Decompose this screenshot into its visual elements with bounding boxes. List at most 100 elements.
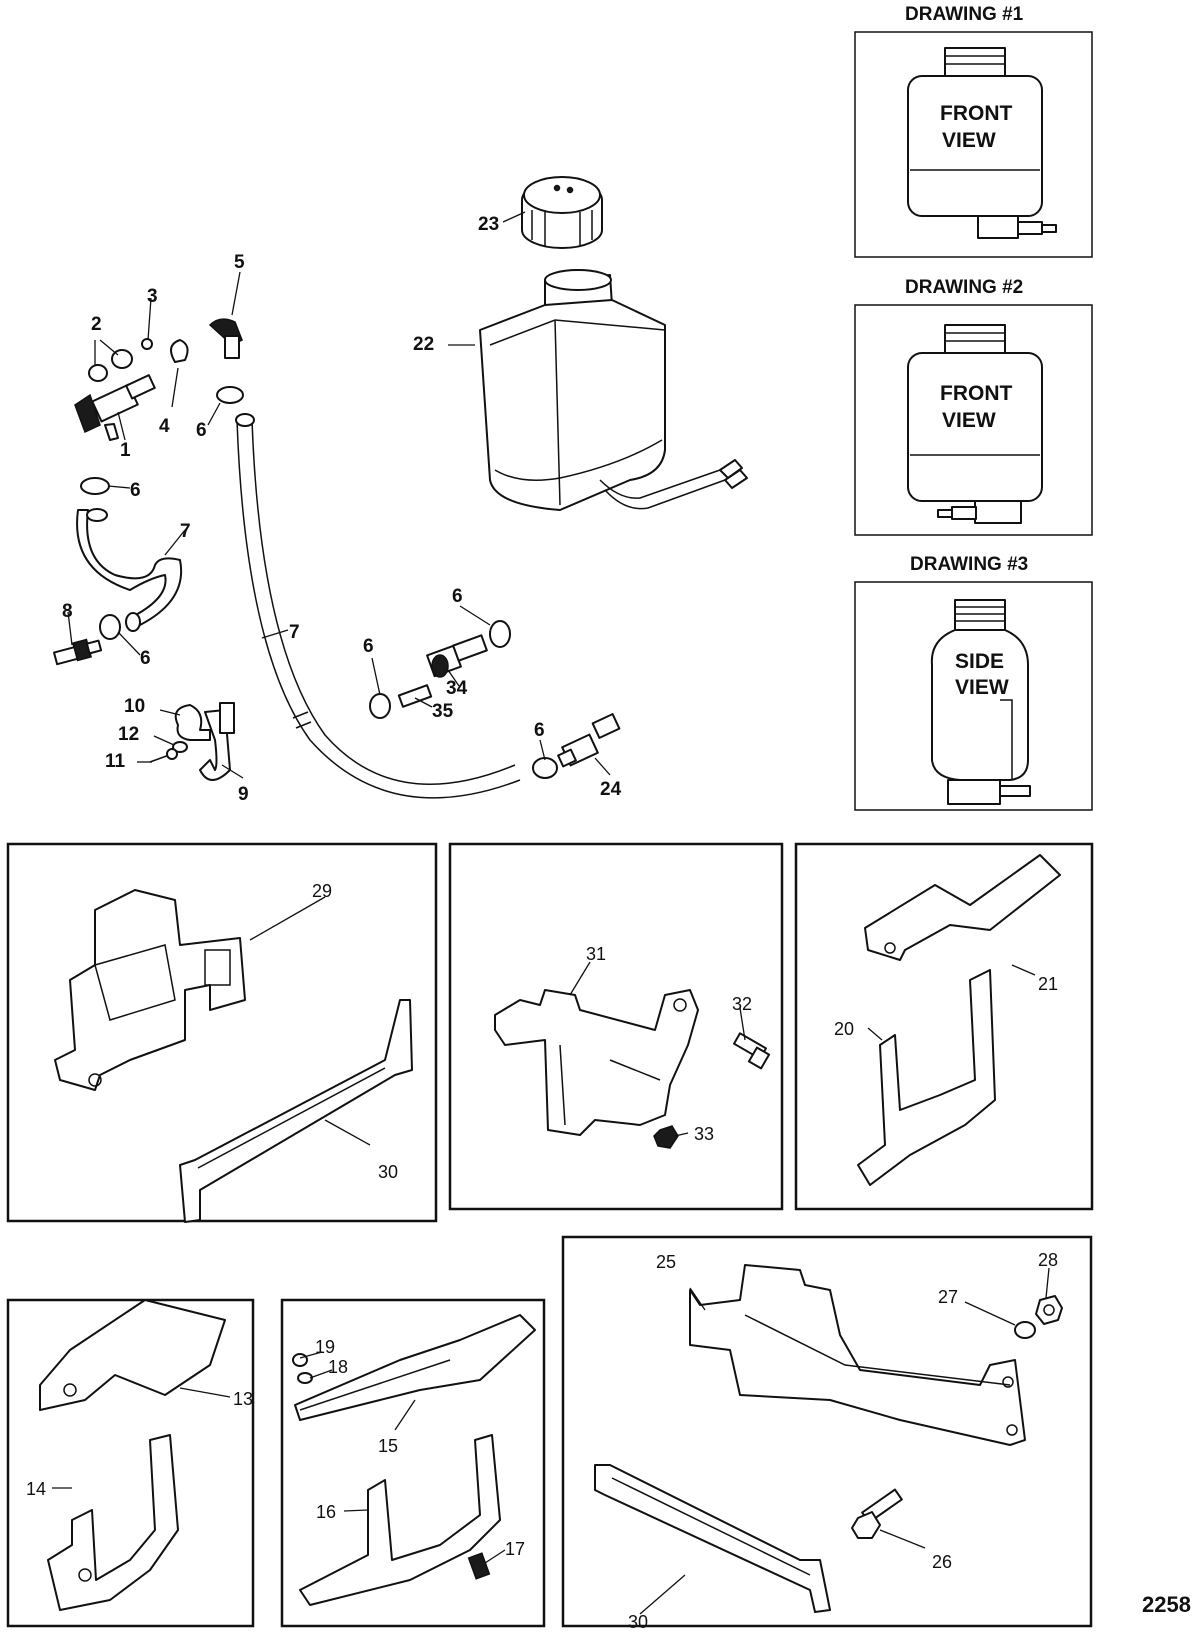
fitting-8-icon <box>53 638 103 666</box>
callout-4: 4 <box>159 416 170 437</box>
drawing-2-view-line2: VIEW <box>942 409 996 432</box>
washer-12-icon <box>172 741 188 753</box>
callout-30b: 30 <box>628 1612 648 1632</box>
callout-20: 20 <box>834 1019 854 1039</box>
box-bracket-29-30 <box>6 842 438 1223</box>
box-brackets-15-16 <box>280 1298 546 1628</box>
callout-6b: 6 <box>130 480 141 501</box>
reservoir-side-view-icon <box>930 599 1031 805</box>
drawing-3-view-line2: VIEW <box>955 676 1009 699</box>
callout-22: 22 <box>413 334 434 355</box>
drawing-3-view-line1: SIDE <box>955 650 1004 673</box>
box-brackets-20-21 <box>794 842 1094 1211</box>
washer-18-icon <box>297 1372 313 1384</box>
reservoir-cap-icon <box>521 176 603 249</box>
drawing-1-inset: DRAWING #1 FRONT VIEW <box>854 4 1093 258</box>
callout-3: 3 <box>147 286 158 307</box>
callout-21: 21 <box>1038 974 1058 994</box>
fluid-reservoir-icon <box>479 269 748 511</box>
bolt-26-icon <box>851 1488 903 1539</box>
callout-8: 8 <box>62 601 73 622</box>
reservoir-front-view-icon <box>907 47 1057 239</box>
drawing-2-frame <box>854 304 1093 536</box>
drawing-3-inset: DRAWING #3 SIDE VIEW <box>854 554 1093 811</box>
callout-24: 24 <box>600 779 622 800</box>
callout-2: 2 <box>91 314 102 335</box>
drawing-1-view-line2: VIEW <box>942 129 996 152</box>
o-ring-3-icon <box>141 338 153 350</box>
callout-10: 10 <box>124 696 145 717</box>
callout-16: 16 <box>316 1502 336 1522</box>
drawing-1-title: DRAWING #1 <box>905 4 1024 25</box>
callout-27: 27 <box>938 1287 958 1307</box>
drawing-3-title: DRAWING #3 <box>910 554 1028 575</box>
callout-34: 34 <box>446 678 468 699</box>
reference-number: 2258 <box>1142 1592 1191 1617</box>
box-brackets-13-14 <box>6 1298 255 1628</box>
bracket-16-icon <box>299 1434 501 1606</box>
callout-17: 17 <box>505 1539 525 1559</box>
fitting-35-icon <box>397 684 433 708</box>
callout-6f: 6 <box>534 720 545 741</box>
connector-34-icon <box>426 634 488 678</box>
callout-32: 32 <box>732 994 752 1014</box>
nut-28-icon <box>1035 1295 1063 1325</box>
callout-13: 13 <box>233 1389 253 1409</box>
callout-29: 29 <box>312 881 332 901</box>
drawing-3-frame <box>854 581 1093 811</box>
callout-33: 33 <box>694 1124 714 1144</box>
callout-1: 1 <box>120 440 131 461</box>
fitting-1-icon <box>74 374 156 441</box>
bracket-14-icon <box>47 1434 179 1611</box>
callout-11: 11 <box>105 751 126 772</box>
box-bracket-31 <box>448 842 784 1211</box>
bracket-30-icon <box>179 999 413 1223</box>
hose-7b-icon <box>235 413 521 799</box>
o-ring-2-icon <box>88 349 133 382</box>
drawing-1-view-line1: FRONT <box>940 102 1012 125</box>
bracket-15-icon <box>294 1314 536 1421</box>
bracket-13-icon <box>39 1299 226 1411</box>
bracket-30b-icon <box>594 1464 831 1613</box>
callout-6d: 6 <box>363 636 374 657</box>
callout-18: 18 <box>328 1357 348 1377</box>
callout-9: 9 <box>238 784 249 805</box>
washer-27-icon <box>1014 1321 1036 1339</box>
callout-25: 25 <box>656 1252 676 1272</box>
callout-7b: 7 <box>289 622 300 643</box>
drawing-1-frame <box>854 31 1093 258</box>
bracket-9-icon <box>199 702 235 781</box>
callout-26: 26 <box>932 1552 952 1572</box>
hose-clamp-icon <box>80 386 558 779</box>
box-bracket-25 <box>561 1235 1093 1628</box>
bracket-25-icon <box>689 1264 1026 1446</box>
bracket-31-icon <box>494 989 699 1136</box>
nut-19-icon <box>292 1353 308 1367</box>
callout-15: 15 <box>378 1436 398 1456</box>
callout-6a: 6 <box>196 420 207 441</box>
callout-numbers: 23 22 2 3 5 4 1 6 6 7 8 6 7 6 6 34 35 6 … <box>26 214 1058 1632</box>
callout-6e: 6 <box>452 586 463 607</box>
leader-lines <box>52 211 1050 1615</box>
clamp-10-icon <box>174 704 211 741</box>
drawing-2-title: DRAWING #2 <box>905 277 1023 298</box>
callout-12: 12 <box>118 724 139 745</box>
callout-6c: 6 <box>140 648 151 669</box>
callout-31: 31 <box>586 944 606 964</box>
clip-4-icon <box>170 339 189 363</box>
callout-19: 19 <box>315 1337 335 1357</box>
elbow-5-icon <box>208 318 243 359</box>
callout-14: 14 <box>26 1479 46 1499</box>
bolt-32-icon <box>733 1032 771 1070</box>
callout-7a: 7 <box>180 521 191 542</box>
callout-28: 28 <box>1038 1250 1058 1270</box>
callout-35: 35 <box>432 701 454 722</box>
fitting-24-icon <box>557 713 621 768</box>
bracket-21-icon <box>864 854 1061 961</box>
screw-11-icon <box>149 748 178 763</box>
callout-30a: 30 <box>378 1162 398 1182</box>
bracket-29-icon <box>54 889 246 1091</box>
callout-5: 5 <box>234 252 245 273</box>
bolt-17-icon <box>467 1552 491 1580</box>
